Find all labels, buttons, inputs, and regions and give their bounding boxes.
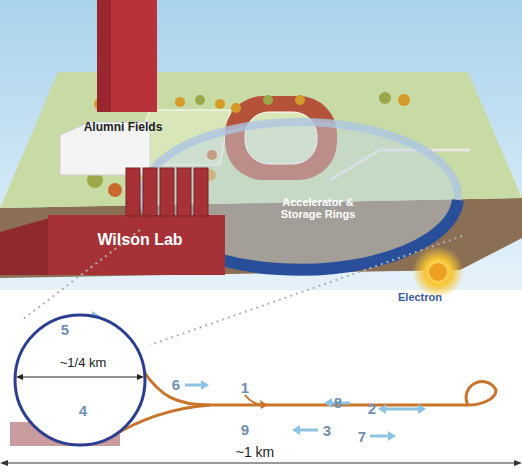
- building-name: Wilson Lab: [97, 231, 182, 249]
- tower: [97, 0, 157, 112]
- dimension-label: ~1/4 km: [60, 356, 107, 370]
- building-label-box: Wilson Lab: [80, 226, 200, 254]
- callout-number: 4: [79, 403, 87, 420]
- ring-outline: [13, 313, 147, 447]
- dimension-head: [514, 460, 522, 466]
- text-label: Accelerator & Storage Rings: [273, 196, 363, 220]
- tower-shade: [97, 0, 111, 112]
- lab-front: [48, 215, 225, 275]
- lab-chimneys: [126, 168, 208, 216]
- sky: [0, 0, 522, 290]
- dimension-line: [4, 463, 518, 464]
- lab-building: [0, 215, 225, 275]
- callout-number: 3: [323, 423, 331, 440]
- text-label: Alumni Fields: [84, 121, 163, 134]
- callout-number: 7: [358, 429, 366, 446]
- electron-glow: [412, 246, 464, 298]
- callout-number: 9: [241, 422, 249, 439]
- electron-ball: [429, 263, 447, 281]
- callout-number: 8: [334, 395, 342, 412]
- callout-number: 1: [241, 380, 249, 397]
- zoom-line: [150, 236, 462, 345]
- text-label: ~1 km: [236, 445, 275, 460]
- callout-number: 6: [172, 377, 180, 394]
- callout-number: 2: [368, 401, 376, 418]
- storage-ring-circle: 5 ~1/4 km 4: [13, 313, 147, 447]
- text-label: Electron: [398, 291, 442, 303]
- injection-arrow-head: [260, 400, 268, 409]
- callout-number: 5: [61, 322, 69, 339]
- transfer-lines: [112, 372, 496, 436]
- dimension-head: [0, 460, 8, 466]
